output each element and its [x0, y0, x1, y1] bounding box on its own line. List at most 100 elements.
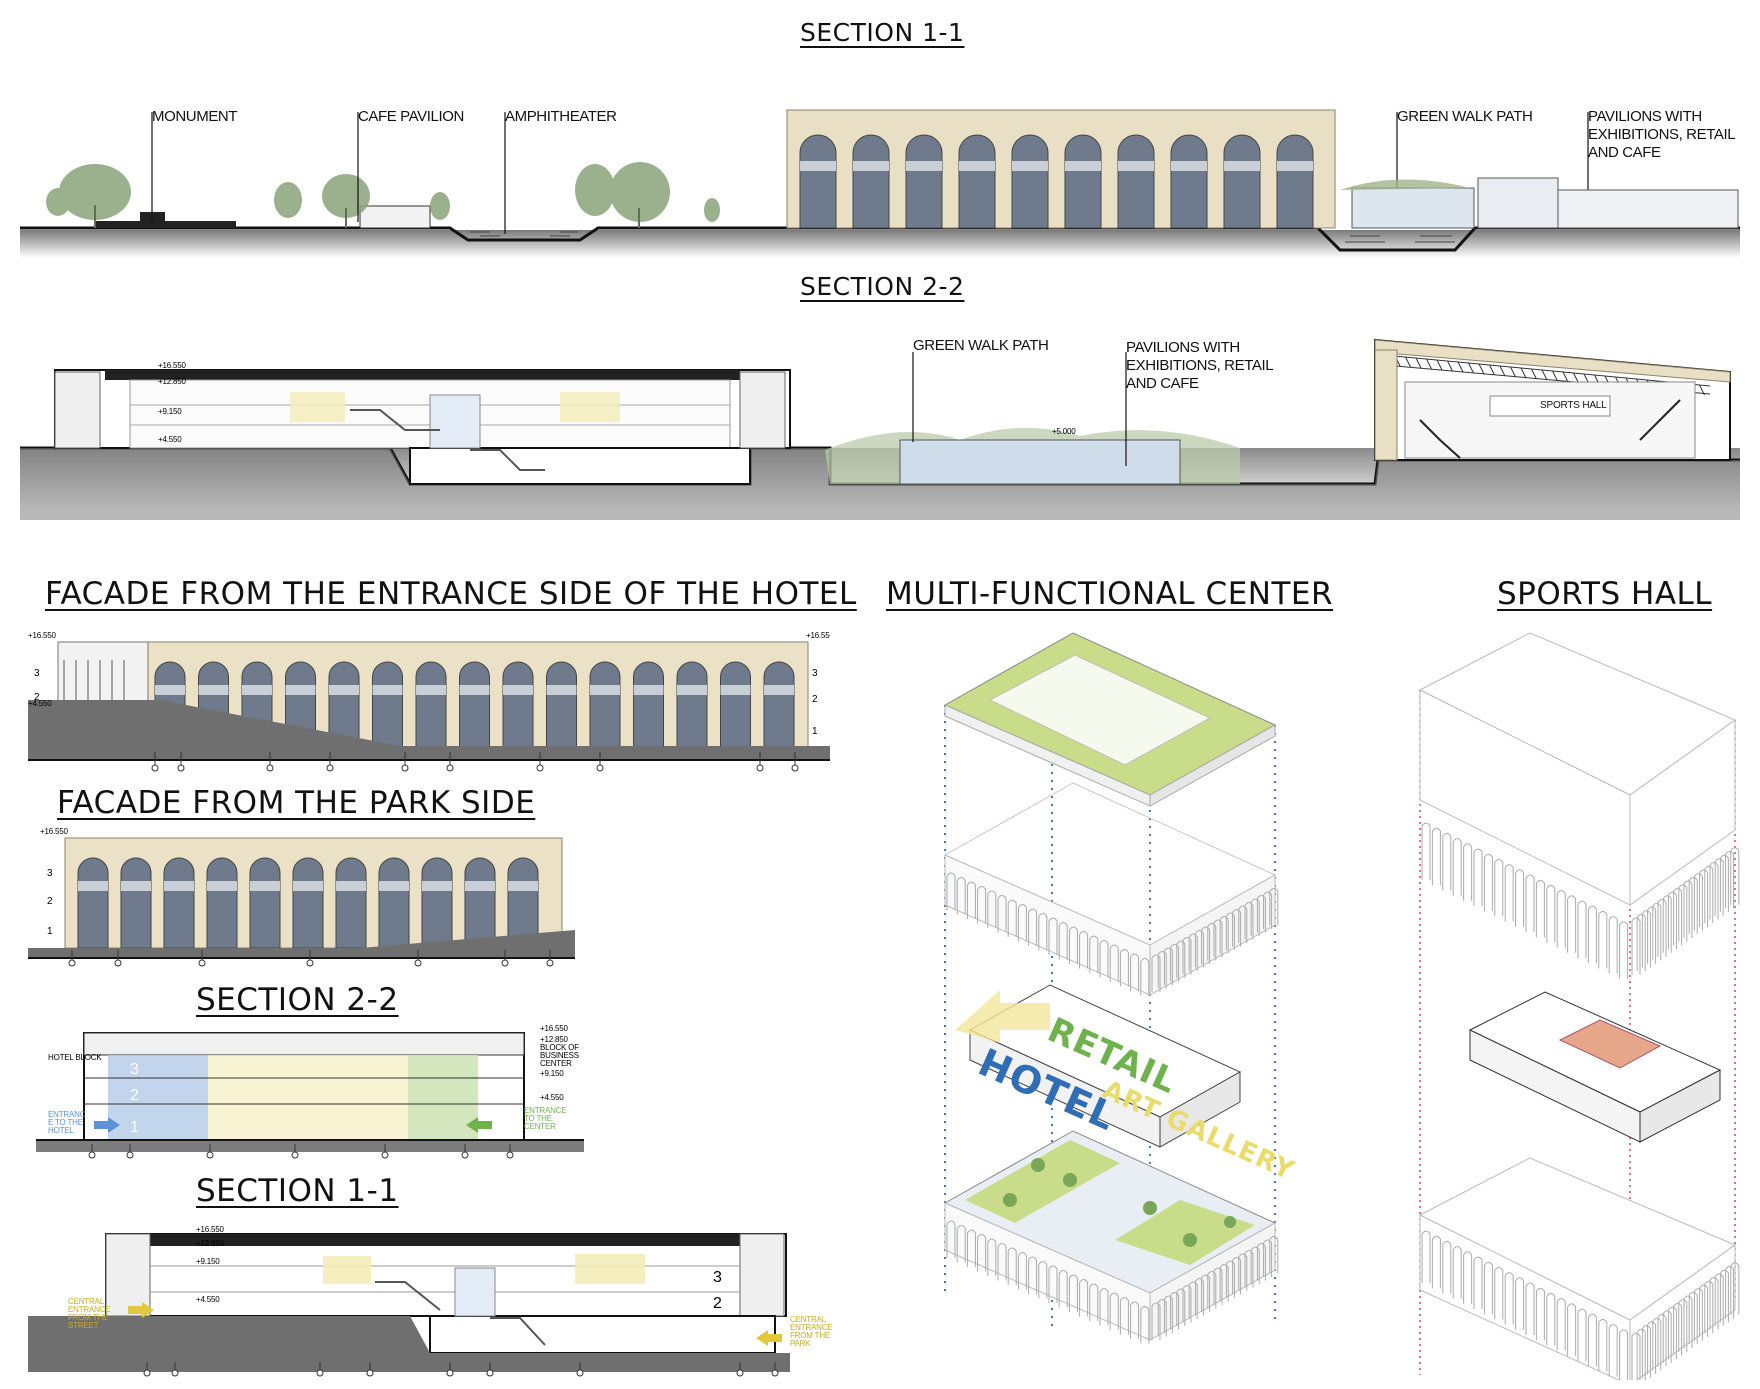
axon-arch: [1213, 1267, 1223, 1305]
fe-floor-3: 3: [34, 668, 40, 679]
axon-arch: [1483, 853, 1493, 912]
top-arch-window-band: [800, 161, 836, 171]
facade-entrance-drawing: +16.550 +4.550 +16.550 3 2 3 2 1: [28, 631, 830, 772]
s22s-entr-center-2: TO THE: [524, 1114, 552, 1123]
axon-arch: [1442, 1240, 1452, 1294]
axon-arch: [1170, 944, 1180, 982]
grid-axis-marker: [486, 1369, 494, 1377]
top-arch-window-band: [1118, 161, 1154, 171]
facade-park-arch-band: [379, 881, 409, 891]
truss-member: [1541, 369, 1548, 381]
grid-axis-marker: [114, 959, 122, 967]
axon-arch: [1058, 1270, 1068, 1308]
axon-arch: [966, 1229, 976, 1267]
axon-arch: [1207, 923, 1217, 961]
axon-arch: [1250, 898, 1260, 936]
axon-arch: [1587, 905, 1597, 964]
top-arch-window-band: [959, 161, 995, 171]
pavilions-label-line-1: PAVILIONS WITH: [1588, 108, 1702, 125]
facade-park-arch-band: [78, 881, 108, 891]
pavilions-label-line-2: EXHIBITIONS, RETAIL: [1588, 126, 1736, 143]
s11s-park-2: ENTRANCE: [790, 1323, 832, 1332]
axon-arch: [1598, 910, 1608, 969]
s22s-entr-hotel-3: HOTEL: [48, 1126, 74, 1135]
fp-floor-2: 2: [47, 896, 53, 907]
fe-elev-left-bottom: +4.550: [28, 699, 52, 708]
fe-floor-3-right: 3: [812, 668, 818, 679]
axon-arch: [1176, 1288, 1186, 1326]
grid-axis-marker: [536, 764, 544, 772]
facade-park-arch-band: [293, 881, 323, 891]
axon-arch: [1140, 1306, 1150, 1344]
monument-label: MONUMENT: [152, 108, 238, 125]
axon-arch: [1038, 913, 1048, 951]
s22-elev-4: +4.550: [158, 435, 182, 444]
facade-park-arch-band: [508, 881, 538, 891]
axon-arch: [1099, 940, 1109, 978]
axon-arch: [1725, 850, 1735, 909]
grid-axis-marker: [401, 764, 409, 772]
axon-arch: [1182, 937, 1192, 975]
top-arch-window: [799, 134, 837, 229]
axon-arch: [1652, 1317, 1662, 1371]
axon-arch: [1683, 880, 1693, 938]
axon-arch: [1719, 1269, 1729, 1323]
axon-arch: [1089, 935, 1099, 973]
axon-arch: [956, 877, 966, 915]
fe-floor-1-right: 1: [812, 726, 818, 737]
axon-arch: [1693, 873, 1703, 931]
facade-park-arch: [77, 857, 109, 949]
axon-arch: [1725, 1265, 1735, 1319]
axon-arch: [1515, 1277, 1525, 1330]
s22-elev-5: +5.000: [1052, 427, 1076, 436]
facade-entrance-arch-band: [242, 685, 272, 695]
facade-park-arch: [120, 857, 152, 949]
axon-arch: [1662, 1310, 1672, 1363]
facade-entrance-arch: [372, 661, 403, 751]
axon-arch: [1636, 913, 1646, 972]
axon-arch: [1007, 899, 1017, 937]
facade-entrance-arch-band: [285, 685, 316, 695]
facade-park-arch-band: [336, 881, 366, 891]
axon-arch: [1463, 843, 1473, 901]
axon-arch: [1163, 1295, 1173, 1333]
axon-arch: [1535, 1287, 1545, 1341]
facade-park-arch-band: [121, 881, 151, 891]
axon-arch: [1201, 926, 1211, 964]
top-arch-window: [1223, 134, 1261, 229]
multi-functional-axonometric: [943, 632, 1279, 1344]
axon-arch: [1730, 1262, 1740, 1315]
top-arch-window-band: [853, 161, 889, 171]
axon-arch: [1652, 902, 1662, 961]
facade-park-arch-band: [465, 881, 495, 891]
facade-park-arch: [335, 857, 367, 949]
axon-arch: [966, 881, 976, 919]
axon-arch: [1140, 958, 1150, 996]
truss-member: [1531, 368, 1537, 380]
s11s-elev-top: +16.550: [196, 1225, 224, 1234]
truss-member: [1447, 360, 1453, 372]
facade-park-arch-band: [164, 881, 194, 891]
facade-park-arch: [421, 857, 453, 949]
s11s-elev-4: +4.550: [196, 1295, 220, 1304]
axon-arch: [1494, 858, 1504, 917]
s22s-entr-center-1: ENTRANCE: [524, 1106, 566, 1115]
axon-arch: [1089, 1283, 1099, 1321]
facade-entrance-arch-band: [677, 685, 707, 695]
truss-member: [1415, 357, 1422, 369]
axon-arch: [1028, 908, 1038, 946]
axon-arch: [1577, 900, 1587, 958]
axon-arch: [1730, 847, 1740, 905]
facade-entrance-arch: [328, 661, 360, 751]
s11s-elev-2: +12.850: [196, 1239, 224, 1248]
axon-arch: [1038, 1261, 1048, 1299]
axon-arch: [1263, 891, 1273, 929]
sports-hall-title: SPORTS HALL: [1497, 576, 1713, 612]
facade-entrance-arch: [502, 661, 534, 751]
axon-arch: [1068, 1274, 1078, 1312]
axon-arch: [1452, 1246, 1462, 1299]
axon-arch: [1546, 1292, 1556, 1346]
axon-arch: [1714, 858, 1724, 916]
axon-arch: [1232, 909, 1242, 947]
axon-arch: [1048, 1265, 1058, 1303]
